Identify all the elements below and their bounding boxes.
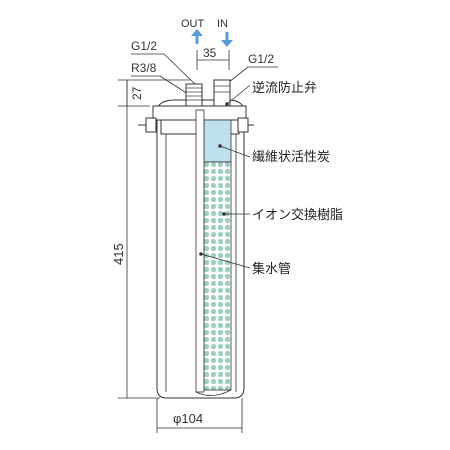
ion-exchange-section	[203, 161, 232, 391]
ion-exchange-label: イオン交換樹脂	[252, 207, 343, 223]
overall-height-value: 415	[111, 243, 126, 265]
diameter-value: φ104	[173, 411, 203, 426]
diameter-dimension	[156, 398, 243, 433]
out-label: OUT	[181, 18, 205, 30]
port-spacing-dimension	[196, 50, 230, 70]
thread-leaders	[131, 53, 278, 95]
in-arrow-icon	[221, 32, 233, 47]
callout-leaders	[200, 85, 251, 269]
height-dimension	[118, 79, 190, 399]
collection-pipe-label: 集水管	[252, 261, 291, 277]
activated-carbon-section	[203, 119, 232, 163]
thread-left-bottom: R3/8	[131, 61, 157, 75]
collection-pipe	[195, 109, 205, 393]
thread-right: G1/2	[248, 52, 274, 66]
activated-carbon-label: 繊維状活性炭	[252, 149, 330, 165]
in-label: IN	[217, 18, 228, 30]
thread-left-top: G1/2	[131, 39, 157, 53]
check-valve-label: 逆流防止弁	[252, 80, 317, 96]
port-spacing-value: 35	[203, 46, 217, 60]
out-arrow-icon	[191, 29, 203, 44]
cap-height-value: 27	[130, 86, 144, 100]
